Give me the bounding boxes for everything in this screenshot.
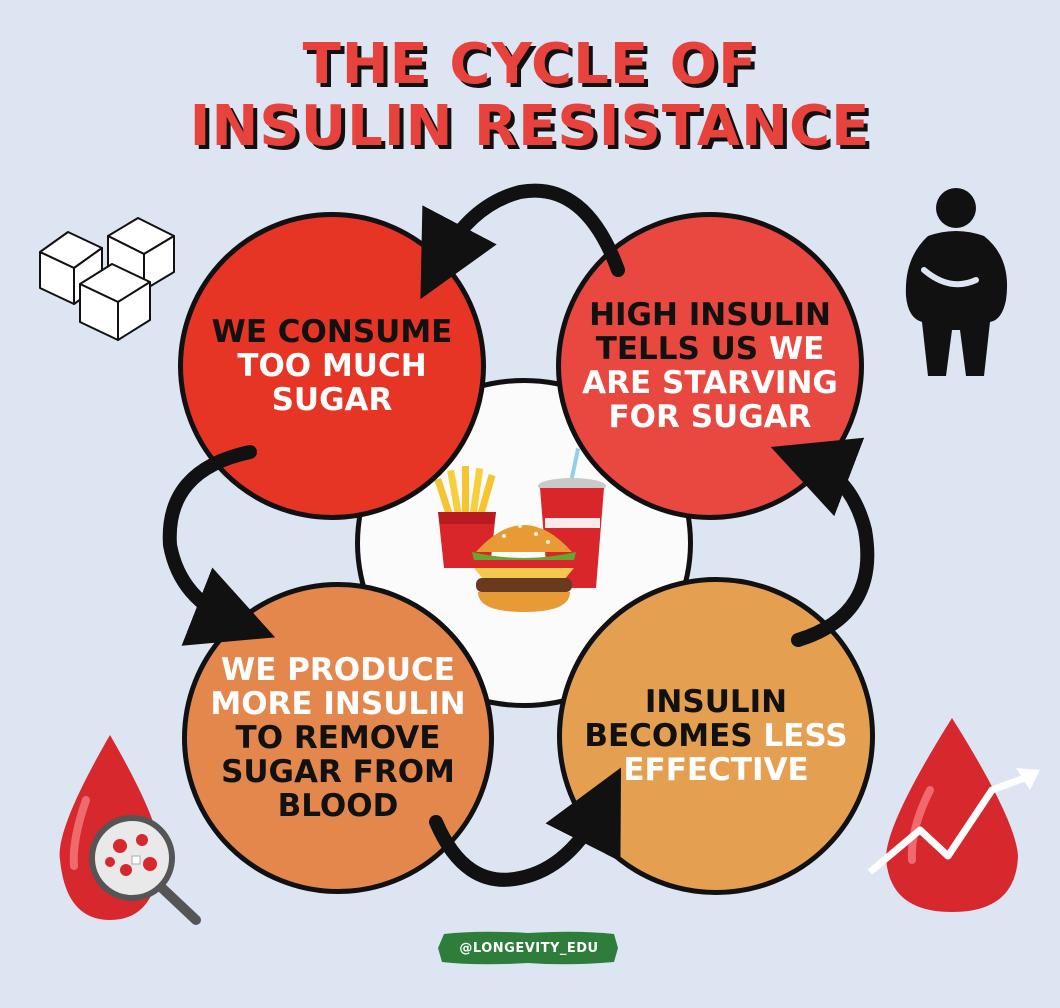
title-line-2: INSULIN RESISTANCE (189, 94, 871, 159)
step-starving-text: HIGH INSULIN TELLS US WE ARE STARVING FO… (582, 297, 838, 435)
overweight-person-icon (905, 188, 1008, 376)
sugar-cubes-icon (39, 217, 175, 341)
arrow-left (162, 445, 276, 646)
creator-badge: @LONGEVITY_EDU (438, 930, 620, 966)
creator-handle: @LONGEVITY_EDU (459, 940, 599, 956)
arrow-right (770, 437, 875, 647)
step-consume-text: WE CONSUME TOO MUCH SUGAR (211, 314, 453, 418)
title-line-1: THE CYCLE OF (302, 32, 758, 97)
arrow-bottom (429, 767, 622, 887)
step-consume-circle: WE CONSUME TOO MUCH SUGAR (178, 212, 486, 520)
step-effective-text: INSULIN BECOMES LESS EFFECTIVE (584, 684, 848, 788)
step-produce-text: WE PRODUCE MORE INSULIN TO REMOVE SUGAR … (210, 652, 466, 824)
blood-drop-magnifier-icon (59, 735, 201, 925)
blood-drop-rising-arrow-icon (867, 718, 1040, 912)
arrow-top (420, 183, 625, 300)
fast-food-icon (434, 448, 606, 612)
